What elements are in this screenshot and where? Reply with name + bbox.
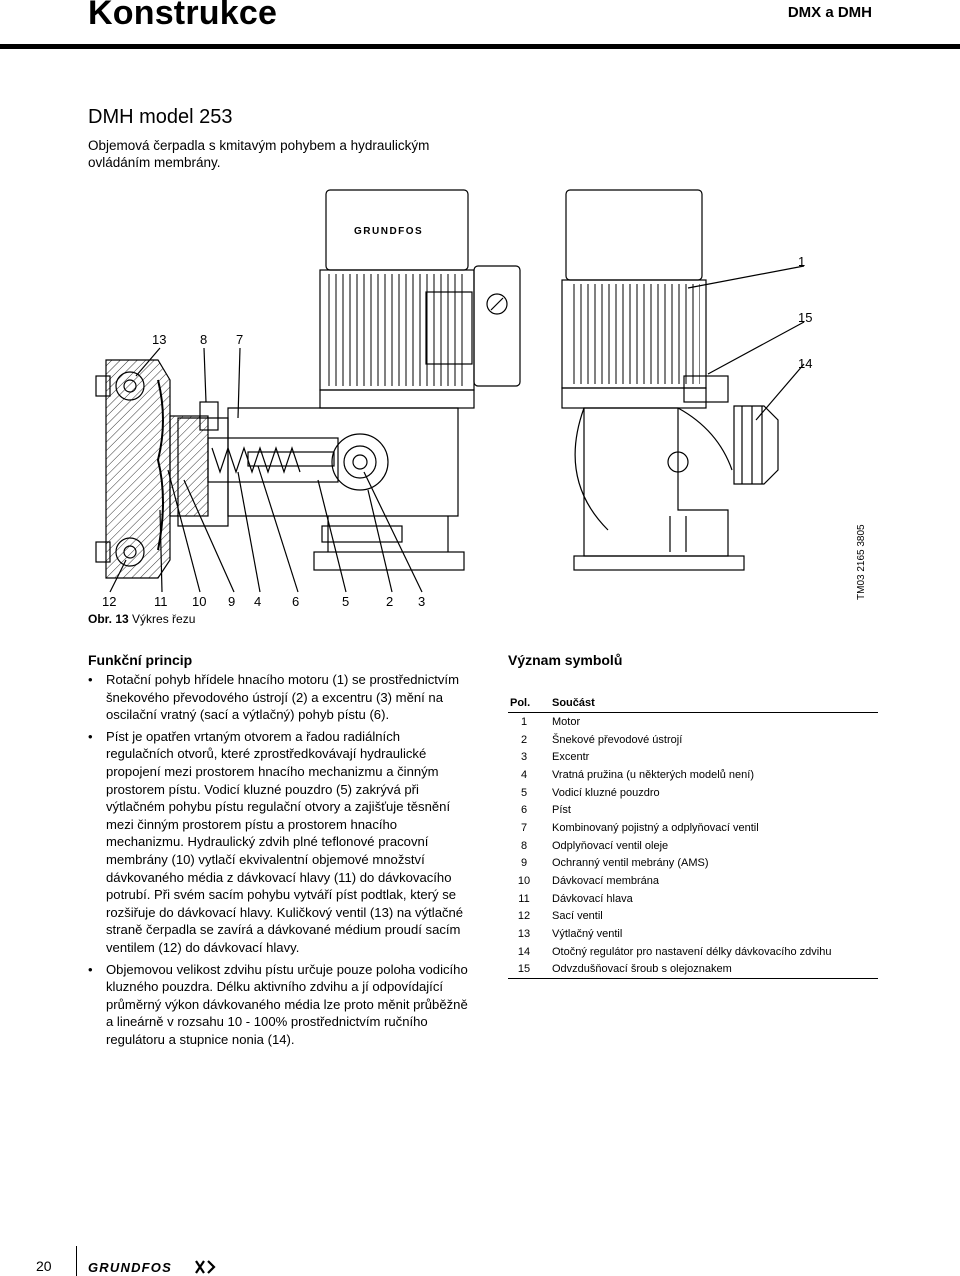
symbol-pos: 4 xyxy=(520,768,528,781)
table-row: 9 Ochranný ventil mebrány (AMS) xyxy=(508,855,878,873)
callout-5: 5 xyxy=(342,594,349,609)
base-plate xyxy=(313,551,465,571)
callout-11: 11 xyxy=(154,594,168,609)
symbol-part: Vratná pružina (u některých modelů není) xyxy=(552,768,754,781)
symbol-part: Dávkovací membrána xyxy=(552,875,659,888)
symbols-table: Pol. Součást 1 Motor 2 Šnekové převodové ús… xyxy=(508,694,878,980)
figure-caption: Obr. 13 Výkres řezu xyxy=(88,612,195,626)
callout-8: 8 xyxy=(200,332,207,347)
figure-caption-number: Obr. 13 xyxy=(88,612,129,626)
callout-9: 9 xyxy=(228,594,235,609)
page-header-product: DMX a DMH xyxy=(787,4,872,21)
principle-list: Rotační pohyb hřídele hnacího motoru (1)… xyxy=(88,671,468,1052)
symbol-pos: 1 xyxy=(520,715,528,728)
symbol-part: Ochranný ventil mebrány (AMS) xyxy=(552,857,709,870)
table-row: 4 Vratná pružina (u některých modelů není… xyxy=(508,766,878,784)
symbol-pos: 2 xyxy=(520,733,528,746)
symbols-heading: Význam symbolů xyxy=(508,652,623,668)
table-row: 5 Vodicí kluzné pouzdro xyxy=(508,784,878,802)
piston xyxy=(247,451,335,467)
symbol-part: Dávkovací hlava xyxy=(552,892,633,905)
table-row: 3 Excentr xyxy=(508,748,878,766)
dosing-head xyxy=(105,359,171,579)
table-row: 6 Píst xyxy=(508,801,878,819)
col-header-pos: Pol. xyxy=(508,694,552,713)
list-item: Píst je opatřen vrtaným otvorem a řadou … xyxy=(88,728,468,957)
principle-heading: Funkční princip xyxy=(88,652,193,668)
table-row: 10 Dávkovací membrána xyxy=(508,872,878,890)
page-header-title: Konstrukce xyxy=(88,0,278,32)
symbol-pos: 6 xyxy=(520,804,528,817)
right-motor-top xyxy=(565,189,703,281)
grundfos-logo: GRUNDFOS xyxy=(88,1260,216,1275)
callout-6: 6 xyxy=(292,594,299,609)
symbol-part: Sací ventil xyxy=(552,910,603,923)
symbol-part: Šnekové převodové ústrojí xyxy=(552,733,683,746)
symbol-pos: 14 xyxy=(517,945,531,958)
terminal-box xyxy=(425,291,473,365)
footer-divider xyxy=(76,1246,77,1276)
section-subtitle: Objemová čerpadla s kmitavým pohybem a h… xyxy=(88,138,430,170)
eccentric xyxy=(331,433,389,491)
symbol-part: Excentr xyxy=(552,751,590,764)
section-title: DMH model 253 xyxy=(88,106,233,128)
symbol-pos: 7 xyxy=(520,821,528,834)
grundfos-x-icon xyxy=(195,1260,216,1274)
suction-valve xyxy=(115,537,145,567)
table-row: 2 Šnekové převodové ústrojí xyxy=(508,731,878,749)
table-row: 1 Motor xyxy=(508,713,878,731)
right-gear-housing xyxy=(583,407,729,557)
symbol-pos: 3 xyxy=(520,751,528,764)
symbol-pos: 5 xyxy=(520,786,528,799)
symbol-part: Vodicí kluzné pouzdro xyxy=(552,786,660,799)
callout-7: 7 xyxy=(236,332,243,347)
motor-brand-text: GRUNDFOS xyxy=(354,226,423,237)
symbol-part: Otočný regulátor pro nastavení délky dáv… xyxy=(552,945,832,958)
symbol-pos: 11 xyxy=(518,892,530,905)
symbol-pos: 15 xyxy=(508,960,552,980)
callout-4: 4 xyxy=(254,594,261,609)
symbol-part: Odvzdušňovací šroub s olejoznakem xyxy=(552,960,878,980)
discharge-valve xyxy=(115,371,145,401)
symbol-pos: 9 xyxy=(520,857,528,870)
cross-section-drawing: GRUNDFOS 13 8 7 1 15 14 12 11 10 9 4 6 5… xyxy=(95,189,812,609)
symbol-part: Motor xyxy=(552,715,581,728)
page-number: 20 xyxy=(36,1258,52,1274)
header-rule xyxy=(0,44,960,49)
drawing-code: TM03 2165 3805 xyxy=(856,524,867,600)
callout-1: 1 xyxy=(798,254,805,269)
table-row: 12 Sací ventil xyxy=(508,908,878,926)
table-row: 14 Otočný regulátor pro nastavení délky d… xyxy=(508,943,878,961)
return-spring xyxy=(211,446,301,474)
col-header-part: Součást xyxy=(552,694,878,713)
callout-13: 13 xyxy=(152,332,166,347)
callout-2: 2 xyxy=(386,594,393,609)
table-header-row: Pol. Součást xyxy=(508,694,878,713)
symbol-part: Píst xyxy=(552,804,571,817)
callout-10: 10 xyxy=(192,594,206,609)
stroke-knob xyxy=(733,405,779,485)
symbol-part: Odplyňovací ventil oleje xyxy=(552,839,669,852)
symbol-pos: 13 xyxy=(517,928,531,941)
list-item: Rotační pohyb hřídele hnacího motoru (1)… xyxy=(88,671,468,724)
table-row: 7 Kombinovaný pojistný a odplyňovací vent… xyxy=(508,819,878,837)
figure-caption-text: Výkres řezu xyxy=(128,612,196,626)
symbol-pos: 12 xyxy=(517,910,531,923)
symbol-part: Výtlačný ventil xyxy=(552,928,623,941)
symbol-part: Kombinovaný pojistný a odplyňovací venti… xyxy=(552,821,759,834)
callout-15: 15 xyxy=(798,310,812,325)
grundfos-logo-text: GRUNDFOS xyxy=(88,1260,172,1275)
symbol-pos: 8 xyxy=(520,839,528,852)
callout-3: 3 xyxy=(418,594,425,609)
callout-14: 14 xyxy=(798,356,812,371)
callout-12: 12 xyxy=(102,594,116,609)
list-item: Objemovou velikost zdvihu pístu určuje p… xyxy=(88,961,468,1049)
table-row: 13 Výtlačný ventil xyxy=(508,925,878,943)
symbol-pos: 10 xyxy=(517,875,531,888)
table-row: 11 Dávkovací hlava xyxy=(508,890,878,908)
table-row: 8 Odplyňovací ventil oleje xyxy=(508,837,878,855)
